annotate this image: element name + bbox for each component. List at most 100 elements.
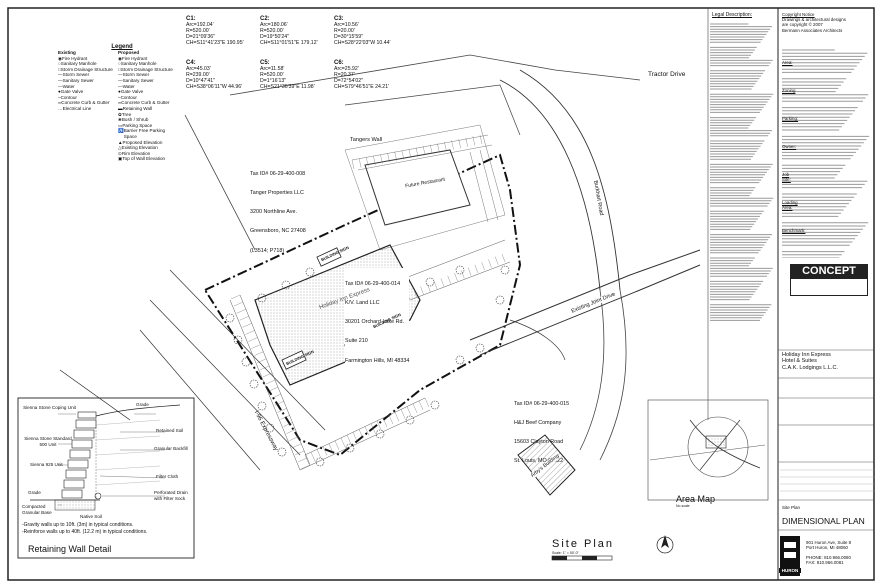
parking-stall-line xyxy=(251,344,261,349)
tree-icon xyxy=(315,457,325,467)
legend-item: … Electrical Line xyxy=(58,106,118,112)
legend-item-label: Proposed Elevation xyxy=(122,139,163,145)
fax-label: FAX: xyxy=(806,560,816,566)
legend-symbol-icon: ❀ xyxy=(118,117,122,123)
callout-drain: Perforated Drain with Filter Sock xyxy=(154,490,188,501)
curve-c5: C5: Arc=11.58' R=520.00' D=1°16'13" CH=S… xyxy=(260,60,315,90)
curve-arc: Arc=11.58' xyxy=(260,66,285,72)
parking-stall-line xyxy=(316,449,322,459)
legend-item: – Contour xyxy=(58,95,118,101)
curve-id: C6: xyxy=(334,60,344,66)
parcel-line: 30201 Orchard Lake Rd. xyxy=(345,319,405,326)
curve-c4: C4: Arc=45.03' R=239.00' D=10°47'41" CH=… xyxy=(186,60,242,90)
tree-icon xyxy=(495,295,505,305)
parking-stall-line xyxy=(394,151,397,161)
legend-item-label: Storm Drainage Structure xyxy=(60,66,113,72)
curve-delta: D=1°16'13" xyxy=(260,78,287,84)
legend-item-label: Fire Hydrant xyxy=(62,55,88,61)
curve-arc: Arc=25.92' xyxy=(334,66,359,72)
legend-item-label: Water xyxy=(122,83,135,89)
legal-description-lines xyxy=(710,23,774,321)
legend-symbol-icon: — xyxy=(58,83,63,89)
legend-symbol-icon: ▲ xyxy=(118,139,123,145)
legend-symbol-icon: — xyxy=(118,72,123,78)
legend-symbol-icon: ⊙ xyxy=(118,150,122,156)
parcel-line: Farmington Hills, MI 48334 xyxy=(345,357,410,364)
parking-stall-line xyxy=(248,337,258,342)
parcel-line: Suite 210 xyxy=(345,338,368,345)
firm-address: Port Huron, MI 48060 xyxy=(806,545,848,551)
parking-stall-line xyxy=(268,386,278,392)
legend-symbol-icon: ○ xyxy=(58,61,61,67)
legend-symbol-icon: — xyxy=(58,77,63,83)
parcel-line: Tax ID# 06-29-400-014 xyxy=(345,280,401,287)
curve-chord: CH=S79°46'51"E 24.21' xyxy=(334,84,390,90)
parking-stall-line xyxy=(481,262,485,271)
wall-note-2: -Reinforce walls up to 40ft. (12.2 m) in… xyxy=(22,529,148,535)
tree-icon xyxy=(277,447,287,457)
parking-stall-line xyxy=(422,146,426,156)
parking-stall-line xyxy=(358,158,362,168)
legend-symbol-icon: ▬ xyxy=(118,105,123,111)
legend-item-label: Retaining Wall xyxy=(122,105,153,111)
parking-stall-line xyxy=(447,275,451,284)
legend-symbol-icon: ▣ xyxy=(118,156,123,162)
legend-symbol-icon: ● xyxy=(58,89,61,95)
legend-item: ● Gate Valve xyxy=(58,89,118,95)
callout-native-soil: Native Soil xyxy=(80,514,102,519)
legend-item-label: Barrier Free Parking Space xyxy=(123,128,166,139)
legend-symbol-icon: ○ xyxy=(118,61,121,67)
area-map-title: Area Map xyxy=(676,494,716,504)
parking-stall-line xyxy=(304,454,310,465)
legend-item: ═ Concrete Curb & Gutter xyxy=(118,100,178,106)
legend-item: ◉ Fire Hydrant xyxy=(118,56,178,62)
parking-stall-line xyxy=(479,134,483,145)
parking-stall-line xyxy=(274,401,284,406)
legend-item: □ Storm Drainage Structure xyxy=(118,67,178,73)
curve-id: C2: xyxy=(260,16,270,22)
sheet-title: DIMENSIONAL PLAN xyxy=(782,516,865,526)
tree-icon xyxy=(305,267,315,277)
parking-stall-line xyxy=(334,440,340,450)
curve-arc: Arc=10.56' xyxy=(334,22,359,28)
legend-item: ═ Concrete Curb & Gutter xyxy=(58,100,118,106)
sidebar-section-label: Owner: xyxy=(782,144,797,149)
parcel-line: Tanger Properties LLC xyxy=(250,190,304,197)
legend-item: — Sanitary Sewer xyxy=(118,78,178,84)
tree-icon xyxy=(455,355,465,365)
parking-stall-line xyxy=(437,143,440,153)
legend-item: □ Storm Drainage Structure xyxy=(58,67,118,73)
parking-stall-line xyxy=(295,450,305,455)
legend-existing-header: Existing xyxy=(58,50,76,55)
parking-stall-line xyxy=(298,457,308,463)
parking-stall-line xyxy=(230,294,241,300)
tree-icon xyxy=(257,293,267,303)
project-name: Holiday Inn Express xyxy=(782,352,831,358)
sidebar-section-label: Loading Area: xyxy=(782,200,798,210)
parking-stall-line xyxy=(406,406,412,416)
legend-symbol-icon: ✿ xyxy=(118,111,122,117)
site-plan-scale: Scale: 1" = 50'-0" xyxy=(552,551,579,555)
legend-item-label: Sanitary Sewer xyxy=(62,77,94,83)
parking-stall-line xyxy=(440,278,445,287)
tractor-drive-label: Tractor Drive xyxy=(648,71,686,78)
legal-description-body xyxy=(710,22,774,322)
legend-item-label: Parking Space xyxy=(122,122,153,128)
phone-label: PHONE: xyxy=(806,554,823,560)
parking-stall-line xyxy=(358,429,364,439)
curve-id: C3: xyxy=(334,16,344,22)
legend-item: – Contour xyxy=(118,95,178,101)
curve-delta: D=10°47'41" xyxy=(186,78,215,84)
legend-item-label: Rim Elevation xyxy=(121,150,151,156)
project-client: C.A.K. Lodgings L.L.C. xyxy=(782,364,838,371)
parking-stall-line xyxy=(271,394,281,399)
curve-c3: C3: Arc=10.56' R=20.00' D=30°15'59" CH=S… xyxy=(334,16,391,46)
legend-title: Legend xyxy=(111,44,133,50)
legend-symbol-icon: ♿ xyxy=(118,128,124,134)
parking-stall-line xyxy=(328,443,334,453)
parking-stall-line xyxy=(292,443,302,448)
curve-chord: CH=S11°01'51"E 179.12' xyxy=(260,40,318,46)
sidebar-section-label: Job Site: xyxy=(782,172,791,182)
tree-icon xyxy=(225,313,235,323)
legend-symbol-icon: … xyxy=(58,105,63,111)
